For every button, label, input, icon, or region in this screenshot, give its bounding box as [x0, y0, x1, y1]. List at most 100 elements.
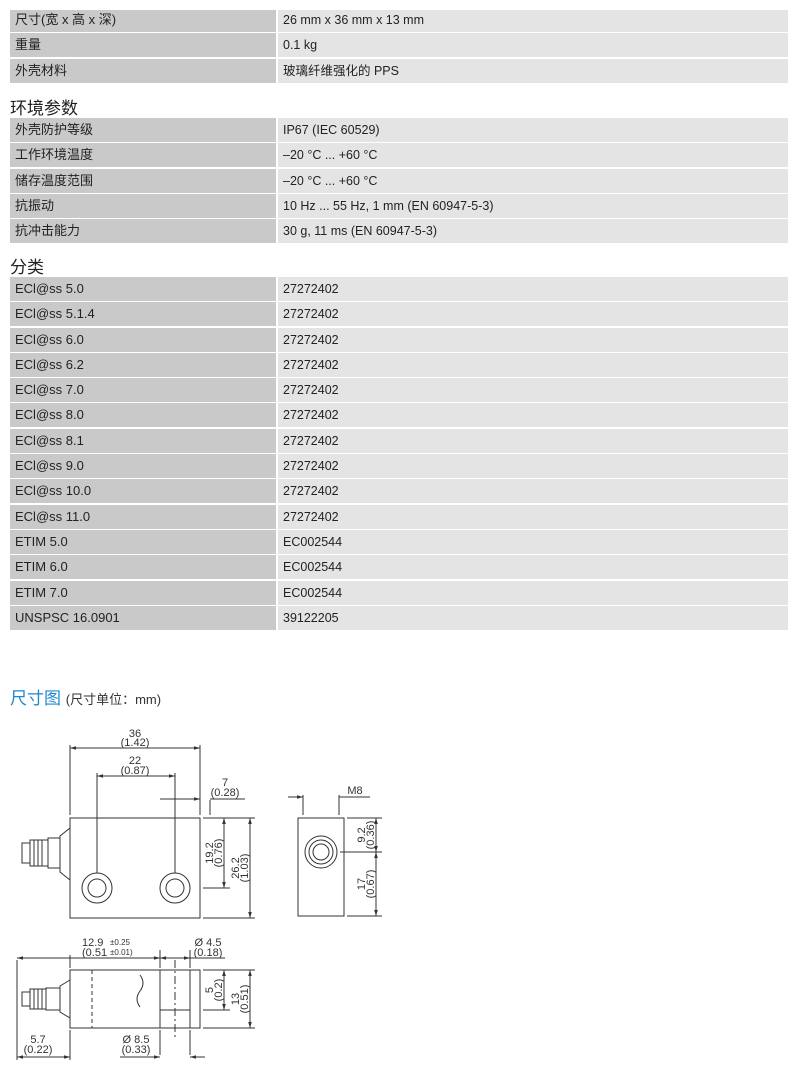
class-value: 27272402 [278, 479, 788, 504]
class-label: ECl@ss 8.0 [10, 403, 276, 428]
env-value: 10 Hz ... 55 Hz, 1 mm (EN 60947-5-3) [278, 193, 788, 218]
spec-label: 重量 [10, 33, 276, 58]
dimension-title-text: 尺寸图 [10, 689, 61, 708]
dim-9-2-inch: (0.36) [365, 821, 377, 850]
spec-label: 外壳材料 [10, 58, 276, 83]
env-row: 抗冲击能力 30 g, 11 ms (EN 60947-5-3) [10, 219, 788, 244]
dim-8-5: Ø 8.5 [123, 1034, 150, 1046]
side-view-body [297, 817, 345, 917]
env-row: 储存温度范围 –20 °C ... +60 °C [10, 168, 788, 193]
env-section-title: 环境参数 [10, 99, 78, 118]
dim-19-2-inch: (0.76) [213, 839, 225, 868]
dim-5: 5 [204, 987, 216, 993]
class-value: 27272402 [278, 352, 788, 377]
class-label: ECl@ss 5.0 [10, 277, 276, 301]
env-table: 外壳防护等级 IP67 (IEC 60529) 工作环境温度 –20 °C ..… [10, 118, 788, 244]
env-label: 抗冲击能力 [10, 219, 276, 244]
dim-7: 7 [222, 777, 228, 789]
dim-26-2: 26.2 [230, 857, 242, 878]
class-value: 27272402 [278, 327, 788, 352]
dim-5-inch: (0.2) [213, 979, 225, 1002]
dimension-unit-note: (尺寸单位：mm) [65, 692, 162, 707]
dim-m8: M8 [347, 785, 362, 797]
dim-13-inch: (0.51) [239, 985, 251, 1014]
class-value: 27272402 [278, 504, 788, 529]
front-view-body [69, 817, 201, 919]
class-label: ETIM 7.0 [10, 580, 276, 605]
class-value: EC002544 [278, 555, 788, 580]
env-label: 储存温度范围 [10, 168, 276, 193]
class-label: ECl@ss 6.0 [10, 327, 276, 352]
m8-socket [304, 835, 338, 869]
class-value: 27272402 [278, 403, 788, 428]
spec-row: 外壳材料 玻璃纤维强化的 PPS [10, 58, 788, 83]
top-spec-table: 尺寸(宽 x 高 x 深) 26 mm x 36 mm x 13 mm 重量 0… [10, 10, 788, 84]
class-label: ETIM 6.0 [10, 555, 276, 580]
dim-17: 17 [356, 878, 368, 890]
spec-value: 玻璃纤维强化的 PPS [278, 58, 788, 83]
env-value: 30 g, 11 ms (EN 60947-5-3) [278, 219, 788, 244]
class-label: ECl@ss 8.1 [10, 428, 276, 453]
spec-label: 尺寸(宽 x 高 x 深) [10, 10, 276, 32]
class-value: EC002544 [278, 580, 788, 605]
class-value: 27272402 [278, 302, 788, 327]
class-label: ECl@ss 10.0 [10, 479, 276, 504]
dim-5-7-inch: (0.22) [24, 1044, 53, 1056]
class-label: ECl@ss 6.2 [10, 352, 276, 377]
dim-4-5: Ø 4.5 [195, 937, 222, 949]
dim-13: 13 [230, 993, 242, 1005]
class-value: 27272402 [278, 454, 788, 479]
dim-36: 36 [129, 728, 141, 740]
spec-value: 26 mm x 36 mm x 13 mm [278, 10, 788, 32]
class-label: ECl@ss 7.0 [10, 378, 276, 403]
dim-26-2-inch: (1.03) [239, 854, 251, 883]
dim-9-2: 9.2 [356, 827, 368, 842]
class-label: UNSPSC 16.0901 [10, 605, 276, 630]
dim-4-5-inch: (0.18) [194, 947, 223, 959]
spec-row: 尺寸(宽 x 高 x 深) 26 mm x 36 mm x 13 mm [10, 10, 788, 32]
class-value: 27272402 [278, 428, 788, 453]
env-value: –20 °C ... +60 °C [278, 168, 788, 193]
env-label: 工作环境温度 [10, 143, 276, 168]
spec-value: 0.1 kg [278, 33, 788, 58]
class-label: ETIM 5.0 [10, 529, 276, 554]
dim-36-inch: (1.42) [121, 737, 150, 749]
dim-22-inch: (0.87) [121, 765, 150, 777]
dim-12-9-tol: ±0.25 [110, 938, 131, 947]
dim-22: 22 [129, 755, 141, 767]
class-value: EC002544 [278, 529, 788, 554]
env-row: 抗振动 10 Hz ... 55 Hz, 1 mm (EN 60947-5-3) [10, 193, 788, 218]
class-value: 27272402 [278, 378, 788, 403]
env-label: 外壳防护等级 [10, 118, 276, 142]
dimension-drawing-title: 尺寸图 (尺寸单位：mm) [10, 684, 161, 709]
dim-12-9: 12.9 [82, 937, 103, 949]
class-section-title: 分类 [10, 258, 44, 277]
spec-row: 重量 0.1 kg [10, 33, 788, 58]
env-value: –20 °C ... +60 °C [278, 143, 788, 168]
class-label: ECl@ss 5.1.4 [10, 302, 276, 327]
class-value: 27272402 [278, 277, 788, 301]
dim-7-inch: (0.28) [211, 787, 240, 799]
env-label: 抗振动 [10, 193, 276, 218]
dim-19-2: 19.2 [204, 842, 216, 863]
env-row: 工作环境温度 –20 °C ... +60 °C [10, 143, 788, 168]
dim-12-9-inch: (0.51 [82, 947, 107, 959]
dim-12-9-inch-tol: ±0.01) [110, 948, 133, 957]
dim-5-7: 5.7 [30, 1034, 45, 1046]
